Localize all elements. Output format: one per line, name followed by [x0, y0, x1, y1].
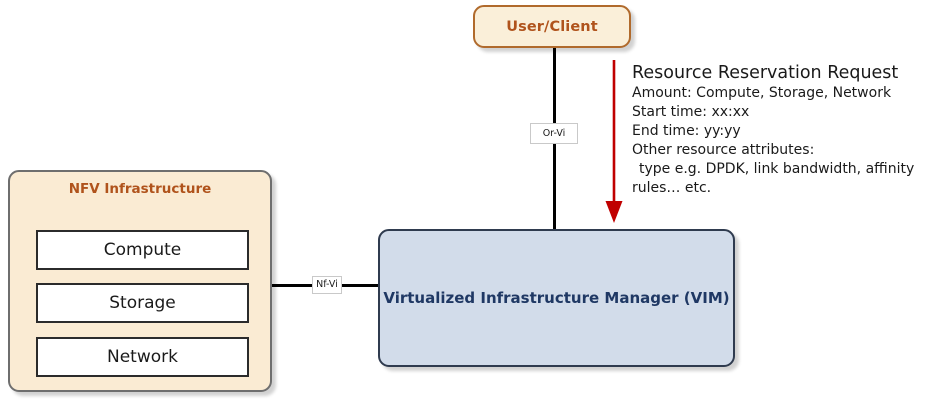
node-user-client[interactable]: User/Client — [473, 5, 631, 48]
edge-label-nf-vi-text: Nf-Vi — [316, 279, 338, 291]
reservation-annotation-line-rules: rules… etc. — [632, 179, 712, 196]
node-vim[interactable]: Virtualized Infrastructure Manager (VIM) — [378, 229, 735, 367]
edge-label-nf-vi[interactable]: Nf-Vi — [312, 276, 342, 294]
reservation-annotation-line-amount: Amount: Compute, Storage, Network — [632, 85, 892, 102]
reservation-annotation-line-other-attributes: Other resource attributes: — [632, 142, 815, 159]
nfvi-resource-compute-label: Compute — [103, 240, 182, 260]
nfvi-resource-compute[interactable]: Compute — [36, 230, 249, 270]
nfvi-resource-network-label: Network — [107, 347, 178, 367]
nfvi-resource-storage-label: Storage — [109, 293, 176, 313]
reservation-annotation-line-start-time: Start time: xx:xx — [632, 104, 750, 121]
node-nfv-infrastructure-label: NFV Infrastructure — [68, 181, 212, 197]
resource-reservation-request-arrow — [603, 60, 625, 225]
reservation-annotation-line-attribute-examples: type e.g. DPDK, link bandwidth, affinity — [639, 160, 915, 177]
nfvi-resource-storage[interactable]: Storage — [36, 283, 249, 323]
edge-label-or-vi[interactable]: Or-Vi — [530, 123, 578, 144]
edge-label-or-vi-text: Or-Vi — [542, 127, 566, 139]
reservation-annotation-block: Resource Reservation Request Amount: Com… — [632, 63, 940, 198]
nfvi-resource-network[interactable]: Network — [36, 337, 249, 377]
down-arrow-icon — [605, 60, 623, 223]
node-nfv-infrastructure[interactable]: NFV Infrastructure Compute Storage Netwo… — [8, 170, 272, 392]
reservation-annotation-line-end-time: End time: yy:yy — [632, 123, 741, 140]
node-user-client-label: User/Client — [506, 18, 598, 35]
reservation-annotation-heading: Resource Reservation Request — [632, 63, 899, 83]
node-vim-label: Virtualized Infrastructure Manager (VIM) — [383, 289, 730, 307]
